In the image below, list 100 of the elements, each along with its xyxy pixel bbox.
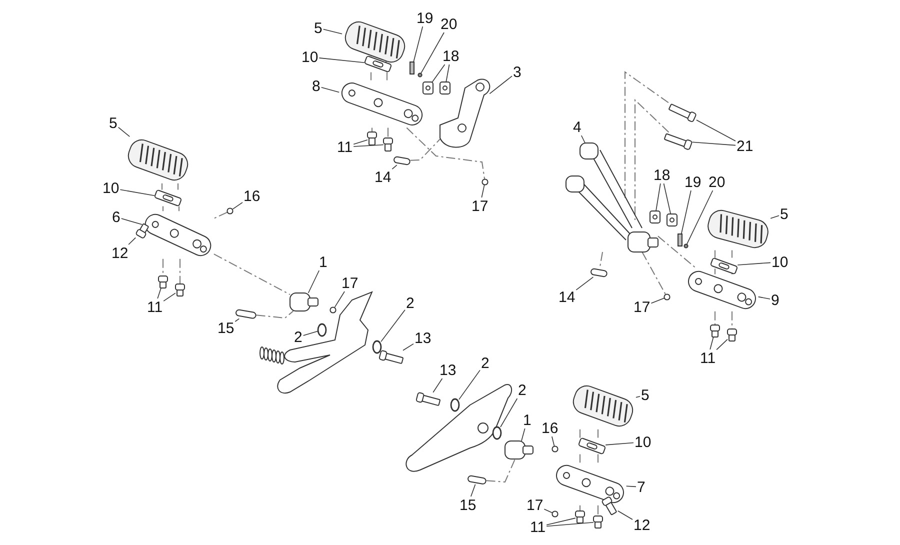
callout-number: 18 [654, 168, 670, 182]
center-line [714, 310, 716, 326]
callout-number: 19 [684, 174, 702, 190]
leader-line [650, 298, 665, 304]
callout-number: 10 [634, 434, 652, 450]
center-line [624, 71, 669, 200]
callout-number: 17 [526, 498, 544, 512]
clip-drawing [422, 82, 434, 94]
leader-line [626, 486, 636, 488]
callout-number: 12 [634, 518, 650, 532]
leader-line [481, 184, 485, 198]
leader-line [128, 237, 136, 245]
leader-line [322, 28, 342, 34]
leader-line [234, 318, 240, 322]
leader-line [334, 291, 345, 308]
bolt-drawing [575, 510, 585, 524]
clip-drawing [650, 210, 660, 224]
callout-number: 5 [780, 206, 788, 222]
leader-line [353, 144, 384, 147]
callout-number: 20 [440, 16, 458, 32]
callout-number: 1 [523, 412, 532, 428]
circlip-drawing [552, 446, 558, 452]
leader-line [353, 140, 368, 145]
leader-line [232, 202, 243, 210]
callout-number: 16 [542, 420, 558, 436]
leader-line [320, 87, 340, 93]
leader-line [120, 189, 155, 196]
leader-line [521, 428, 526, 442]
callout-number: 11 [700, 350, 716, 366]
center-line [714, 268, 716, 275]
plate-drawing [710, 257, 738, 275]
callout-number: 20 [708, 174, 726, 190]
callout-number: 17 [342, 276, 358, 290]
callout-number: 17 [634, 300, 650, 314]
pivot-drawing [504, 440, 534, 460]
leader-line [489, 76, 512, 94]
leader-line [402, 343, 414, 351]
leader-line [163, 292, 176, 302]
clip-drawing [666, 214, 678, 226]
leader-line [770, 215, 780, 219]
pin-drawing [467, 474, 487, 485]
center-line [642, 252, 666, 295]
leader-line [576, 276, 594, 290]
bolt-drawing [727, 328, 737, 342]
callout-number: 5 [109, 116, 118, 130]
callout-number: 10 [302, 50, 318, 64]
callout-number: 13 [414, 330, 432, 346]
callout-number: 10 [102, 180, 120, 196]
leader-line [120, 218, 142, 225]
callout-number: 4 [573, 120, 582, 134]
leader-line [656, 183, 661, 212]
callout-number: 16 [244, 188, 260, 204]
leader-line [663, 183, 672, 214]
bolt-drawing [367, 132, 377, 146]
leader-line [710, 336, 714, 350]
callout-number: 11 [337, 140, 353, 154]
leader-line [500, 398, 518, 428]
pin-drawing [393, 156, 411, 166]
center-line [370, 72, 372, 81]
leader-line [686, 190, 714, 245]
leader-line [318, 58, 365, 63]
pin-drawing [590, 268, 608, 278]
leader-line [458, 370, 480, 400]
callout-number: 12 [112, 246, 128, 260]
leader-line [118, 126, 130, 137]
leader-line [432, 64, 446, 82]
callout-number: 2 [518, 382, 526, 398]
center-line [714, 250, 716, 258]
bolt-drawing [601, 496, 618, 516]
bolt-drawing [383, 138, 393, 152]
leader-line [380, 309, 406, 342]
callout-number: 13 [440, 362, 456, 378]
callout-number: 3 [513, 64, 522, 80]
clip-drawing [440, 82, 450, 94]
callout-number: 18 [442, 48, 460, 64]
leader-line [692, 142, 736, 146]
leader-line [157, 288, 162, 299]
leader-line [470, 484, 476, 497]
bolt-drawing [668, 103, 697, 123]
leader-line [546, 522, 594, 527]
leader-line [636, 396, 640, 398]
center-line [256, 310, 294, 319]
center-line [406, 127, 486, 180]
leader-line [696, 120, 736, 142]
callout-number: 2 [481, 356, 490, 370]
callout-number: 9 [771, 292, 780, 308]
callout-number: 1 [319, 254, 328, 270]
bolt-drawing [175, 284, 185, 296]
circlip-drawing [330, 306, 336, 314]
bolt-drawing [135, 223, 150, 240]
callout-number: 17 [472, 198, 488, 214]
callout-number: 5 [641, 388, 650, 402]
leader-line [302, 330, 318, 336]
leader-line [605, 442, 634, 446]
leader-line [544, 508, 553, 514]
plate-drawing [364, 55, 392, 73]
spring-drawing [678, 234, 682, 246]
callout-number: 6 [112, 210, 120, 224]
leader-line [680, 190, 692, 234]
leader-line [552, 436, 555, 447]
